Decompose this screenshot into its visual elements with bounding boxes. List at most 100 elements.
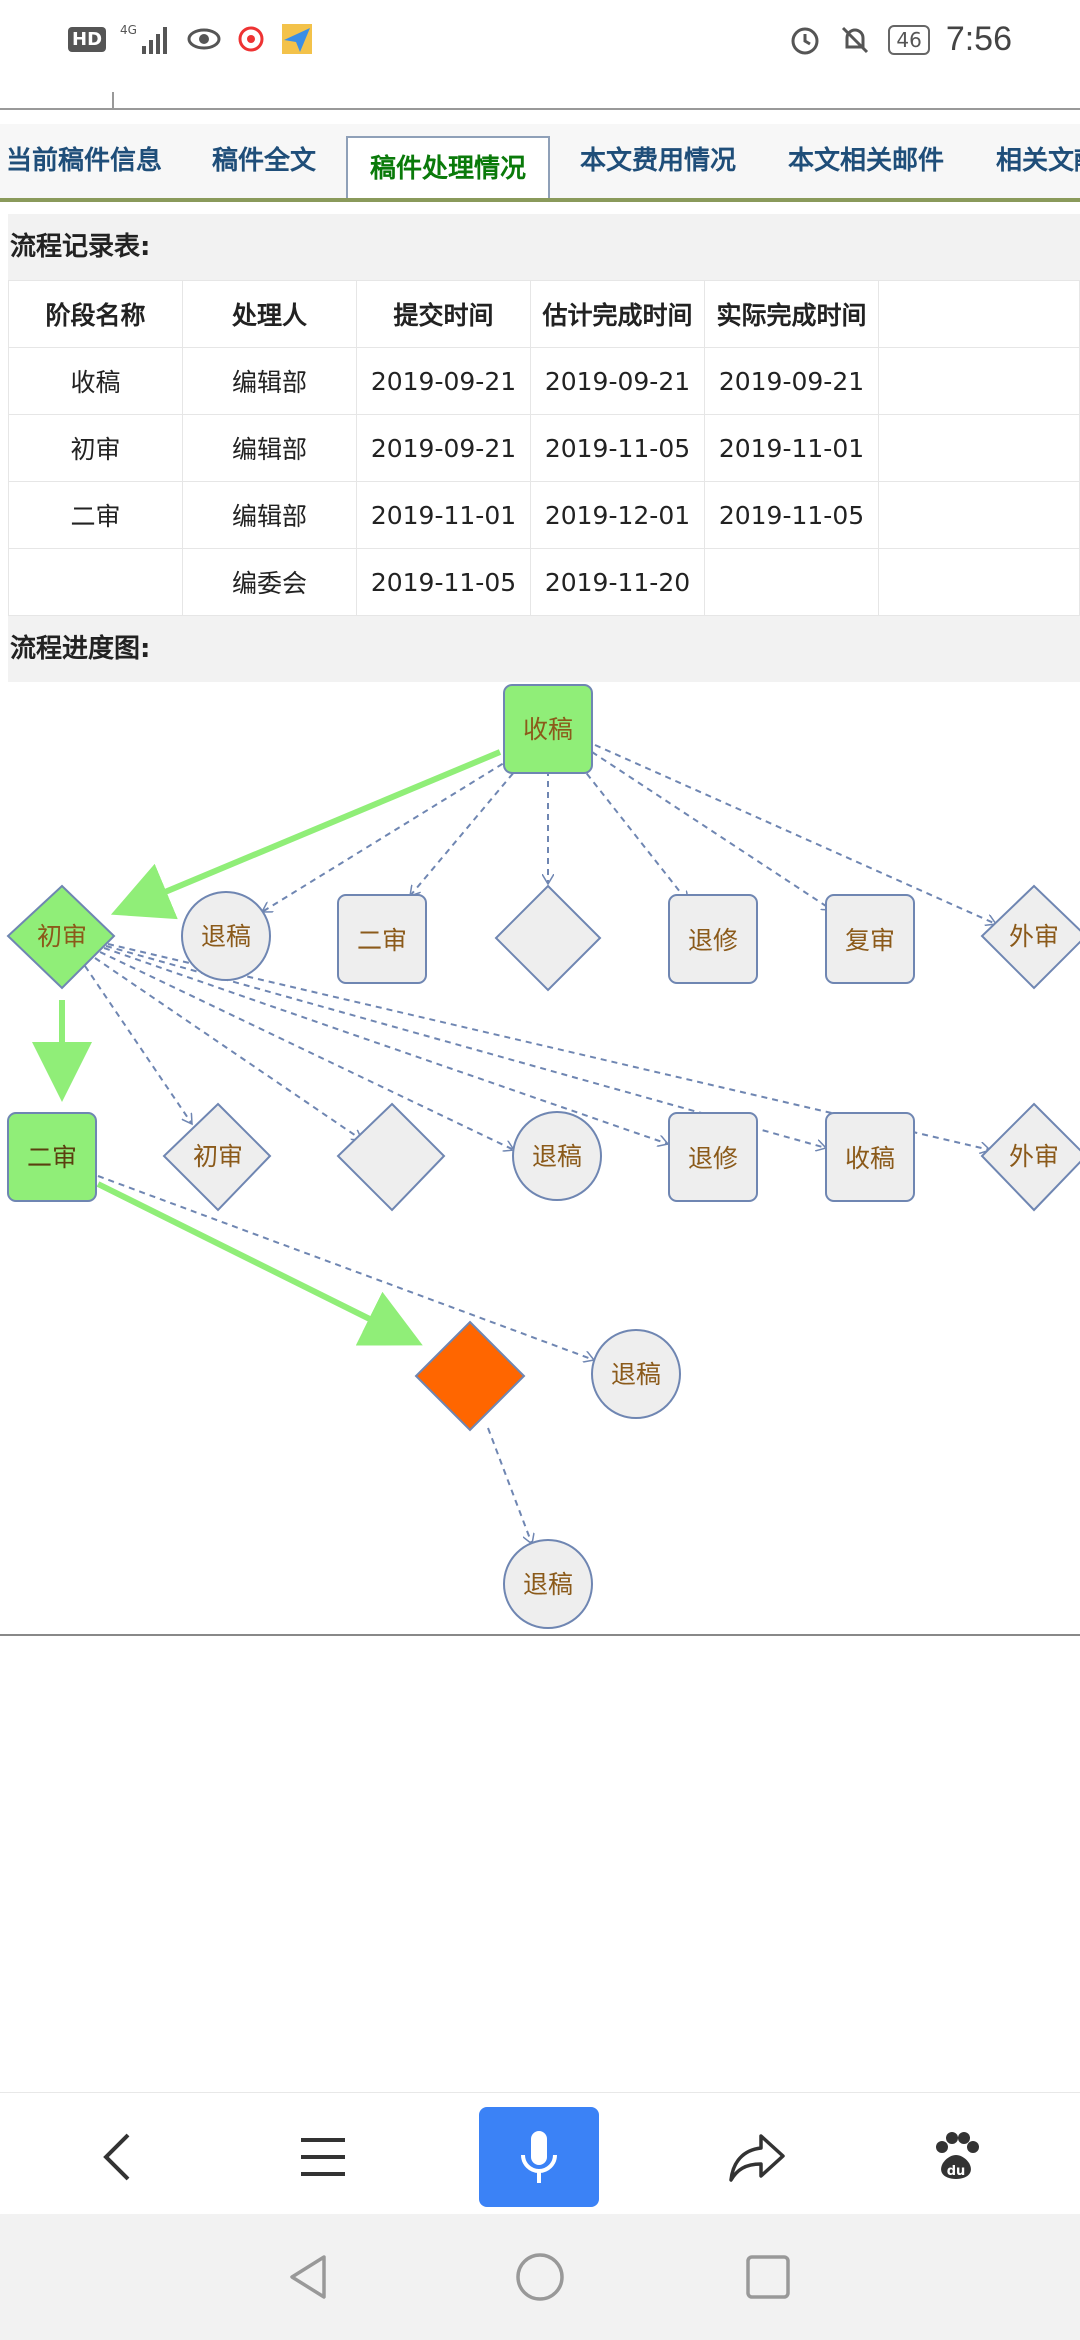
status-bar: HD 4G 46 7:56 [0,0,1080,88]
node-return-circle-3[interactable]: 退稿 [591,1329,681,1419]
table-header-row: 阶段名称 处理人 提交时间 估计完成时间 实际完成时间 [8,280,1080,348]
svg-text:复审: 复审 [845,926,895,955]
tab-processing-status[interactable]: 稿件处理情况 [346,136,551,198]
node-external-review[interactable]: 外审 [980,884,1080,990]
cell: 2019-11-05 [530,414,705,482]
node-first-review[interactable]: 初审 [6,884,116,990]
cell: 编辑部 [182,481,357,549]
node-revise[interactable]: 退修 [668,894,758,984]
record-table-title: 流程记录表: [8,214,1080,280]
microphone-icon[interactable] [479,2107,599,2207]
svg-text:收稿: 收稿 [845,1144,895,1173]
browser-toolbar: du [0,2092,1080,2215]
clock: 7:56 [945,20,1012,58]
node-current-stage[interactable] [414,1320,526,1432]
node-blank-diamond-2[interactable] [336,1102,446,1212]
node-second-review-pending[interactable]: 二审 [337,894,427,984]
col-handler: 处理人 [182,280,357,348]
node-return-circle[interactable]: 退稿 [181,891,271,981]
col-blank [878,280,1080,348]
node-second-review[interactable]: 二审 [7,1112,97,1202]
cell: 2019-11-05 [356,548,531,616]
tab-related-emails[interactable]: 本文相关邮件 [788,146,945,176]
svg-text:退稿: 退稿 [532,1142,582,1171]
svg-text:4G: 4G [120,23,137,37]
cell: 2019-09-21 [704,347,879,415]
menu-icon[interactable] [263,2107,383,2207]
node-blank-diamond[interactable] [494,884,602,992]
baidu-paw-icon[interactable]: du [896,2107,1016,2207]
status-left-icons: HD 4G [68,22,314,56]
svg-text:初审: 初审 [37,922,87,951]
cell [878,548,1080,616]
svg-text:外审: 外审 [1009,1142,1059,1171]
node-first-review-pending[interactable]: 初审 [162,1102,272,1212]
svg-text:二审: 二审 [357,926,407,955]
progress-diagram-title: 流程进度图: [8,616,1080,682]
cell [8,548,183,616]
hd-icon: HD [68,26,107,52]
system-nav-bar [0,2214,1080,2340]
nav-recents-icon[interactable] [728,2242,808,2312]
col-estimated-time: 估计完成时间 [530,280,705,348]
cell: 初审 [8,414,183,482]
table-row: 初审 编辑部 2019-09-21 2019-11-05 2019-11-01 [8,414,1080,482]
cell: 2019-09-21 [356,347,531,415]
share-icon[interactable] [697,2107,817,2207]
tab-bar: 当前稿件信息 稿件全文 稿件处理情况 本文费用情况 本文相关邮件 相关文献 [0,124,1080,202]
col-submit-time: 提交时间 [356,280,531,348]
nav-back-icon[interactable] [268,2242,348,2312]
tab-full-text[interactable]: 稿件全文 [212,146,317,176]
svg-text:退稿: 退稿 [523,1570,573,1599]
option-edges-second [97,1175,594,1544]
svg-text:外审: 外审 [1009,922,1059,951]
node-return-circle-4[interactable]: 退稿 [503,1539,593,1629]
eye-icon [186,25,222,53]
node-re-review[interactable]: 复审 [825,894,915,984]
cell: 2019-11-01 [356,481,531,549]
svg-text:二审: 二审 [27,1143,77,1172]
svg-text:退修: 退修 [688,1144,738,1173]
nav-home-icon[interactable] [500,2242,580,2312]
completed-path [32,749,502,1346]
node-receive-top[interactable]: 收稿 [503,684,593,774]
content-divider [0,1634,1080,1636]
cell [704,548,879,616]
svg-text:退修: 退修 [688,926,738,955]
alarm-icon [788,23,822,57]
signal-icon: 4G [120,22,172,56]
tab-related-literature[interactable]: 相关文献 [996,146,1080,176]
tab-current-manuscript[interactable]: 当前稿件信息 [6,146,163,176]
paper-plane-icon [280,22,314,56]
cell: 二审 [8,481,183,549]
node-external-review-2[interactable]: 外审 [980,1102,1080,1212]
mute-bell-icon [838,23,872,57]
cell: 2019-12-01 [530,481,705,549]
cell: 编委会 [182,548,357,616]
cell: 2019-09-21 [530,347,705,415]
back-icon[interactable] [58,2107,178,2207]
top-divider [0,108,1080,110]
cell: 2019-11-05 [704,481,879,549]
weibo-icon [236,24,266,54]
col-stage: 阶段名称 [8,280,183,348]
svg-text:退稿: 退稿 [611,1360,661,1389]
top-divider-tick [112,92,114,108]
node-revise-2[interactable]: 退修 [668,1112,758,1202]
cell [878,414,1080,482]
svg-text:初审: 初审 [193,1142,243,1171]
cell: 收稿 [8,347,183,415]
node-return-circle-2[interactable]: 退稿 [512,1111,602,1201]
node-receive-2[interactable]: 收稿 [825,1112,915,1202]
cell: 2019-11-01 [704,414,879,482]
cell: 2019-09-21 [356,414,531,482]
progress-diagram: 收稿 初审 退稿 二审 退修 复审 外审 [0,680,1080,1640]
battery-indicator: 46 [888,24,930,55]
table-row: 编委会 2019-11-05 2019-11-20 [8,548,1080,616]
col-actual-time: 实际完成时间 [704,280,879,348]
table-row: 二审 编辑部 2019-11-01 2019-12-01 2019-11-05 [8,481,1080,549]
table-row: 收稿 编辑部 2019-09-21 2019-09-21 2019-09-21 [8,347,1080,415]
svg-text:du: du [947,2164,966,2179]
tab-fees[interactable]: 本文费用情况 [580,146,737,176]
cell [878,347,1080,415]
